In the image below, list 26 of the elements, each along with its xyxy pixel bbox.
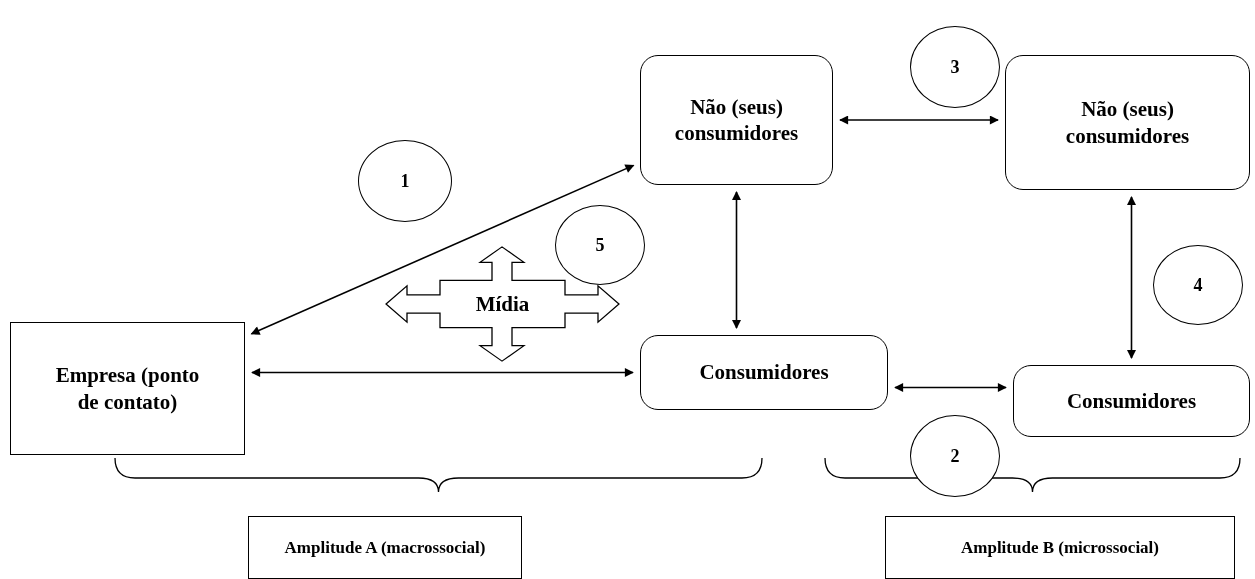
rounded-box: [640, 55, 833, 185]
rounded-box: [640, 335, 888, 410]
double-arrow: [1127, 196, 1136, 359]
node-text: Empresa (ponto de contato): [54, 362, 201, 415]
process-box: [10, 322, 245, 455]
label-box: [248, 516, 522, 579]
rounded-box: [1005, 55, 1250, 190]
double-arrow: [251, 368, 634, 377]
double-arrow: [250, 164, 635, 335]
node-text: 5: [594, 233, 606, 257]
node-text: 2: [949, 444, 961, 468]
node-text: 4: [1192, 273, 1204, 297]
double-arrow: [732, 191, 741, 329]
node-text: Amplitude B (microssocial): [960, 537, 1160, 559]
node-text: Não (seus) consumidores: [1064, 96, 1191, 149]
node-text: 1: [399, 169, 411, 193]
label-box: [885, 516, 1235, 579]
rounded-box: [1013, 365, 1250, 437]
double-arrow: [894, 383, 1007, 392]
node-text: Consumidores: [698, 359, 830, 386]
node-text: Mídia: [474, 290, 531, 318]
double-arrow: [839, 115, 999, 125]
node-text: 3: [949, 55, 961, 79]
node-text: Não (seus) consumidores: [673, 93, 800, 147]
node-text: Consumidores: [1065, 387, 1198, 415]
node-text: Amplitude A (macrossocial): [283, 537, 487, 559]
